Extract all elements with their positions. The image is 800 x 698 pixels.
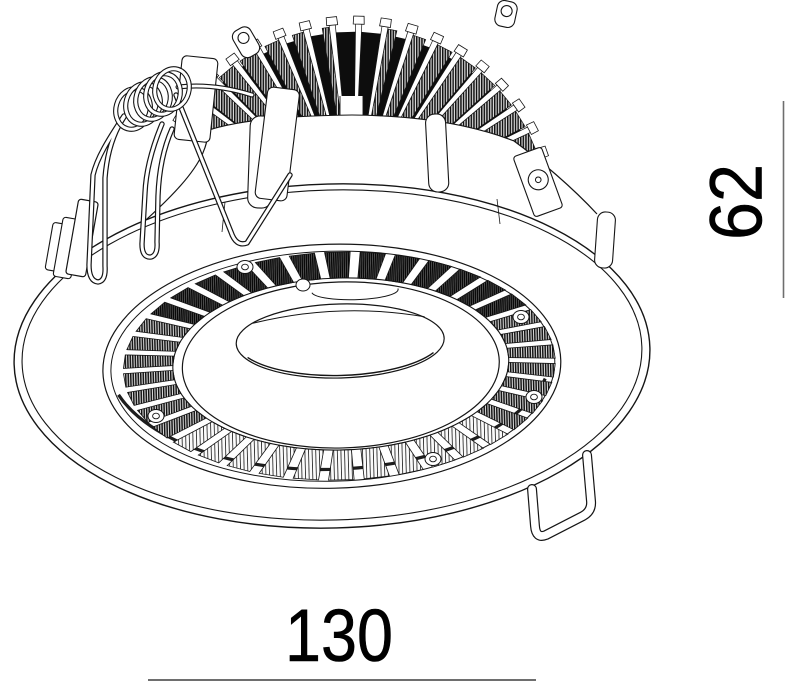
svg-text:130: 130 (285, 594, 393, 677)
svg-text:62: 62 (695, 164, 778, 240)
